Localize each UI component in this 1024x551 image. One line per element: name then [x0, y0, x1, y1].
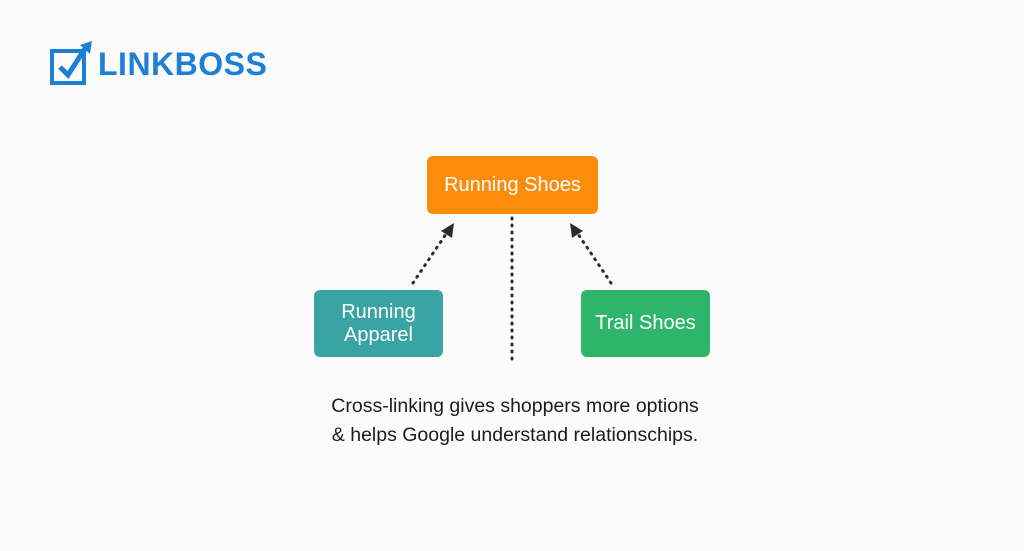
- logo-wordmark: LINKBOSS: [98, 46, 268, 82]
- diagram-caption: Cross-linking gives shoppers more option…: [300, 392, 730, 450]
- connector-right-to-top: [576, 232, 613, 285]
- caption-line-2: & helps Google understand relationschips…: [331, 424, 699, 446]
- node-running-apparel: Running Apparel: [314, 290, 443, 357]
- checkbox-arrow-icon: [50, 41, 92, 85]
- connector-left-to-top: [411, 232, 448, 285]
- arrowhead-left: [441, 223, 454, 238]
- caption-line-1: Cross-linking gives shoppers more option…: [331, 395, 699, 417]
- linkboss-logo: LINKBOSS: [50, 40, 267, 88]
- node-trail-shoes: Trail Shoes: [581, 290, 710, 357]
- arrowhead-right: [570, 223, 583, 238]
- node-running-shoes: Running Shoes: [427, 156, 598, 214]
